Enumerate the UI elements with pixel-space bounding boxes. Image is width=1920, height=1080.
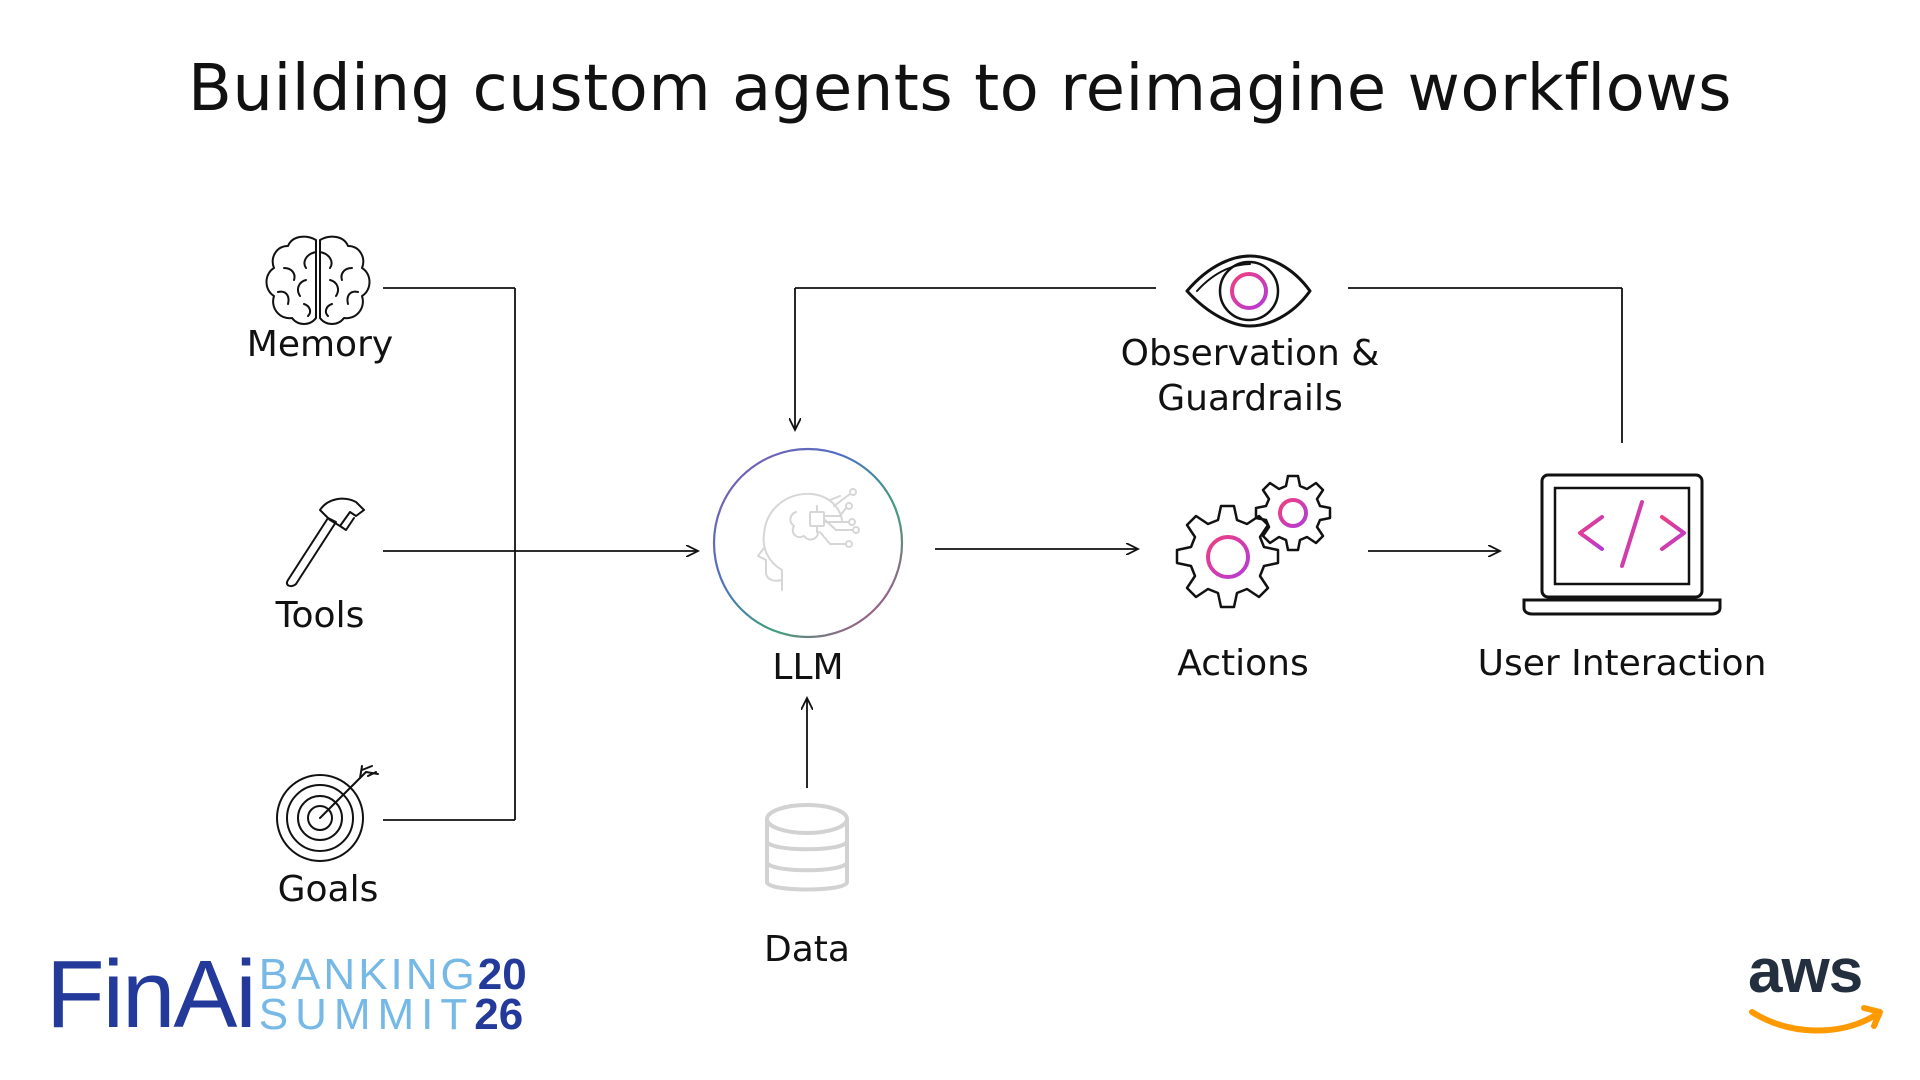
finai-event-stack: BANKING 20 SUMMIT 26 [258,950,527,1039]
observation-label-line2: Guardrails [1157,378,1343,419]
tools-label: Tools [275,595,365,636]
database-icon [765,803,849,892]
finai-year-bottom: 26 [474,990,524,1039]
data-label: Data [764,929,850,970]
llm-node [712,447,904,639]
aws-smile [1749,1005,1883,1034]
finai-banking-summit-logo: FinAi BANKING 20 SUMMIT 26 [46,941,527,1048]
ai-head-icon [757,488,860,591]
finai-wordmark: FinAi [46,941,257,1048]
observation-label-line1: Observation & [1120,333,1380,374]
aws-wordmark: aws [1748,937,1863,1006]
flow-arrows [807,549,1500,788]
feedback-loop-connectors [795,287,1623,443]
hammer-icon [286,497,365,588]
memory-label: Memory [246,324,394,365]
eye-icon [1185,254,1312,328]
gears-icon [1175,474,1332,609]
finai-summit-text: SUMMIT [258,990,475,1039]
brain-icon [265,235,371,325]
target-icon [276,765,379,862]
aws-logo: aws [1748,937,1888,1030]
finai-banking-text: BANKING [258,950,478,999]
laptop-code-icon [1522,473,1722,616]
llm-label: LLM [772,647,844,688]
finai-year-top: 20 [477,950,527,999]
goals-label: Goals [277,869,379,910]
input-connectors [383,287,698,821]
actions-label: Actions [1177,643,1309,684]
page-title: Building custom agents to reimagine work… [188,52,1732,126]
user-interaction-label: User Interaction [1477,643,1767,684]
